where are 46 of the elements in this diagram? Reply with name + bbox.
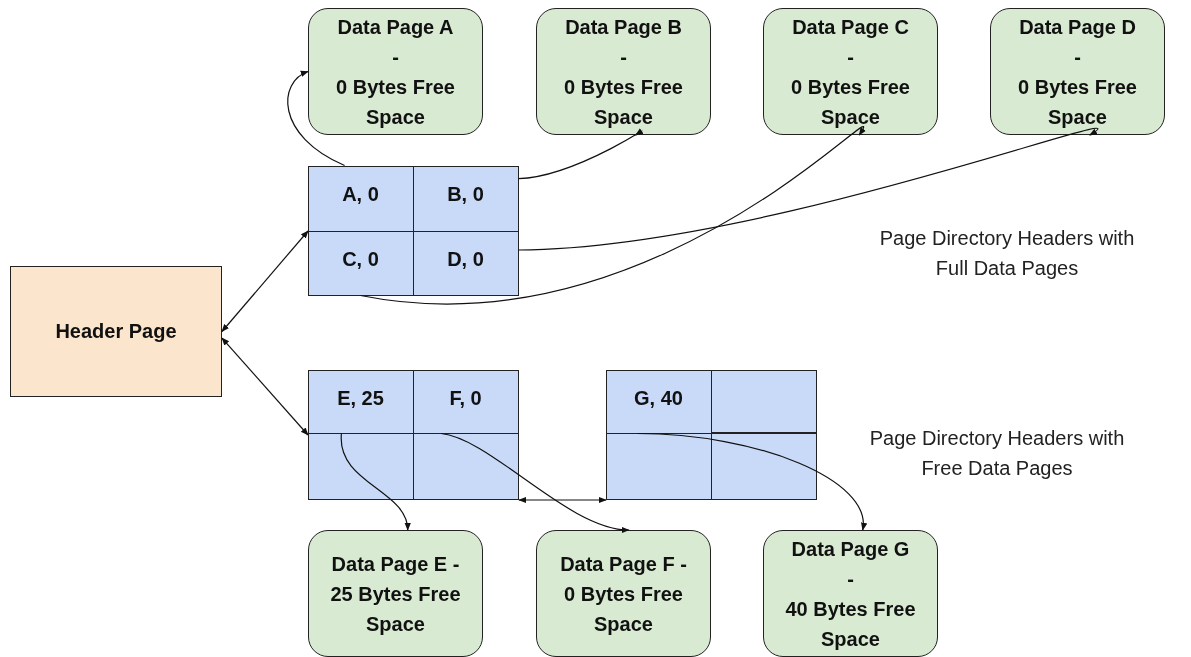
page-label: Data Page A: [337, 14, 454, 40]
page-label: Data Page G: [791, 536, 910, 562]
data-page-box: [763, 530, 938, 657]
section-label: Page Directory Headers with Free Data Pages: [868, 426, 1126, 481]
data-page-box: [536, 8, 711, 135]
arrow: [340, 432, 410, 531]
page-label: -: [620, 44, 627, 70]
page-label: 0 Bytes Free Space: [790, 74, 911, 130]
arrow: [517, 128, 1099, 251]
data-page-box: [990, 8, 1165, 135]
cell-entry: E, 25: [337, 386, 384, 410]
data-page-box: [536, 530, 711, 657]
page-label: Header Page: [55, 320, 177, 343]
data-page-box: [308, 8, 483, 135]
page-label: Data Page B: [565, 14, 682, 40]
page-label: 0 Bytes Free Space: [563, 581, 684, 637]
page-label: Data Page D: [1019, 14, 1136, 40]
page-label: 40 Bytes Free Space: [784, 596, 917, 652]
arrow: [221, 337, 309, 436]
arrow: [221, 230, 309, 333]
page-directory-table: [606, 370, 817, 500]
cell-entry: B, 0: [447, 182, 484, 206]
cell-entry: F, 0: [449, 386, 482, 410]
cell-entry: D, 0: [447, 247, 484, 271]
header-page-box: [10, 266, 222, 397]
page-label: -: [392, 44, 399, 70]
page-label: -: [847, 44, 854, 70]
cell-entry: A, 0: [342, 182, 379, 206]
page-label: Data Page C: [792, 14, 909, 40]
page-label: Data Page E -: [331, 551, 460, 577]
page-directory-table: [308, 370, 519, 500]
data-page-box: [763, 8, 938, 135]
page-label: 25 Bytes Free Space: [329, 581, 462, 637]
page-label: 0 Bytes Free Space: [563, 74, 684, 130]
arrow: [517, 128, 644, 180]
page-label: 0 Bytes Free Space: [1017, 74, 1138, 130]
cell-entry: G, 40: [634, 386, 683, 410]
page-label: 0 Bytes Free Space: [335, 74, 456, 130]
page-label: -: [1074, 44, 1081, 70]
cell-entry: C, 0: [342, 247, 379, 271]
section-label: Page Directory Headers with Full Data Pages: [878, 226, 1136, 281]
page-label: Data Page F -: [560, 551, 687, 577]
page-label: -: [847, 566, 854, 592]
arrow: [287, 70, 346, 167]
data-page-box: [308, 530, 483, 657]
arrow: [518, 496, 607, 504]
